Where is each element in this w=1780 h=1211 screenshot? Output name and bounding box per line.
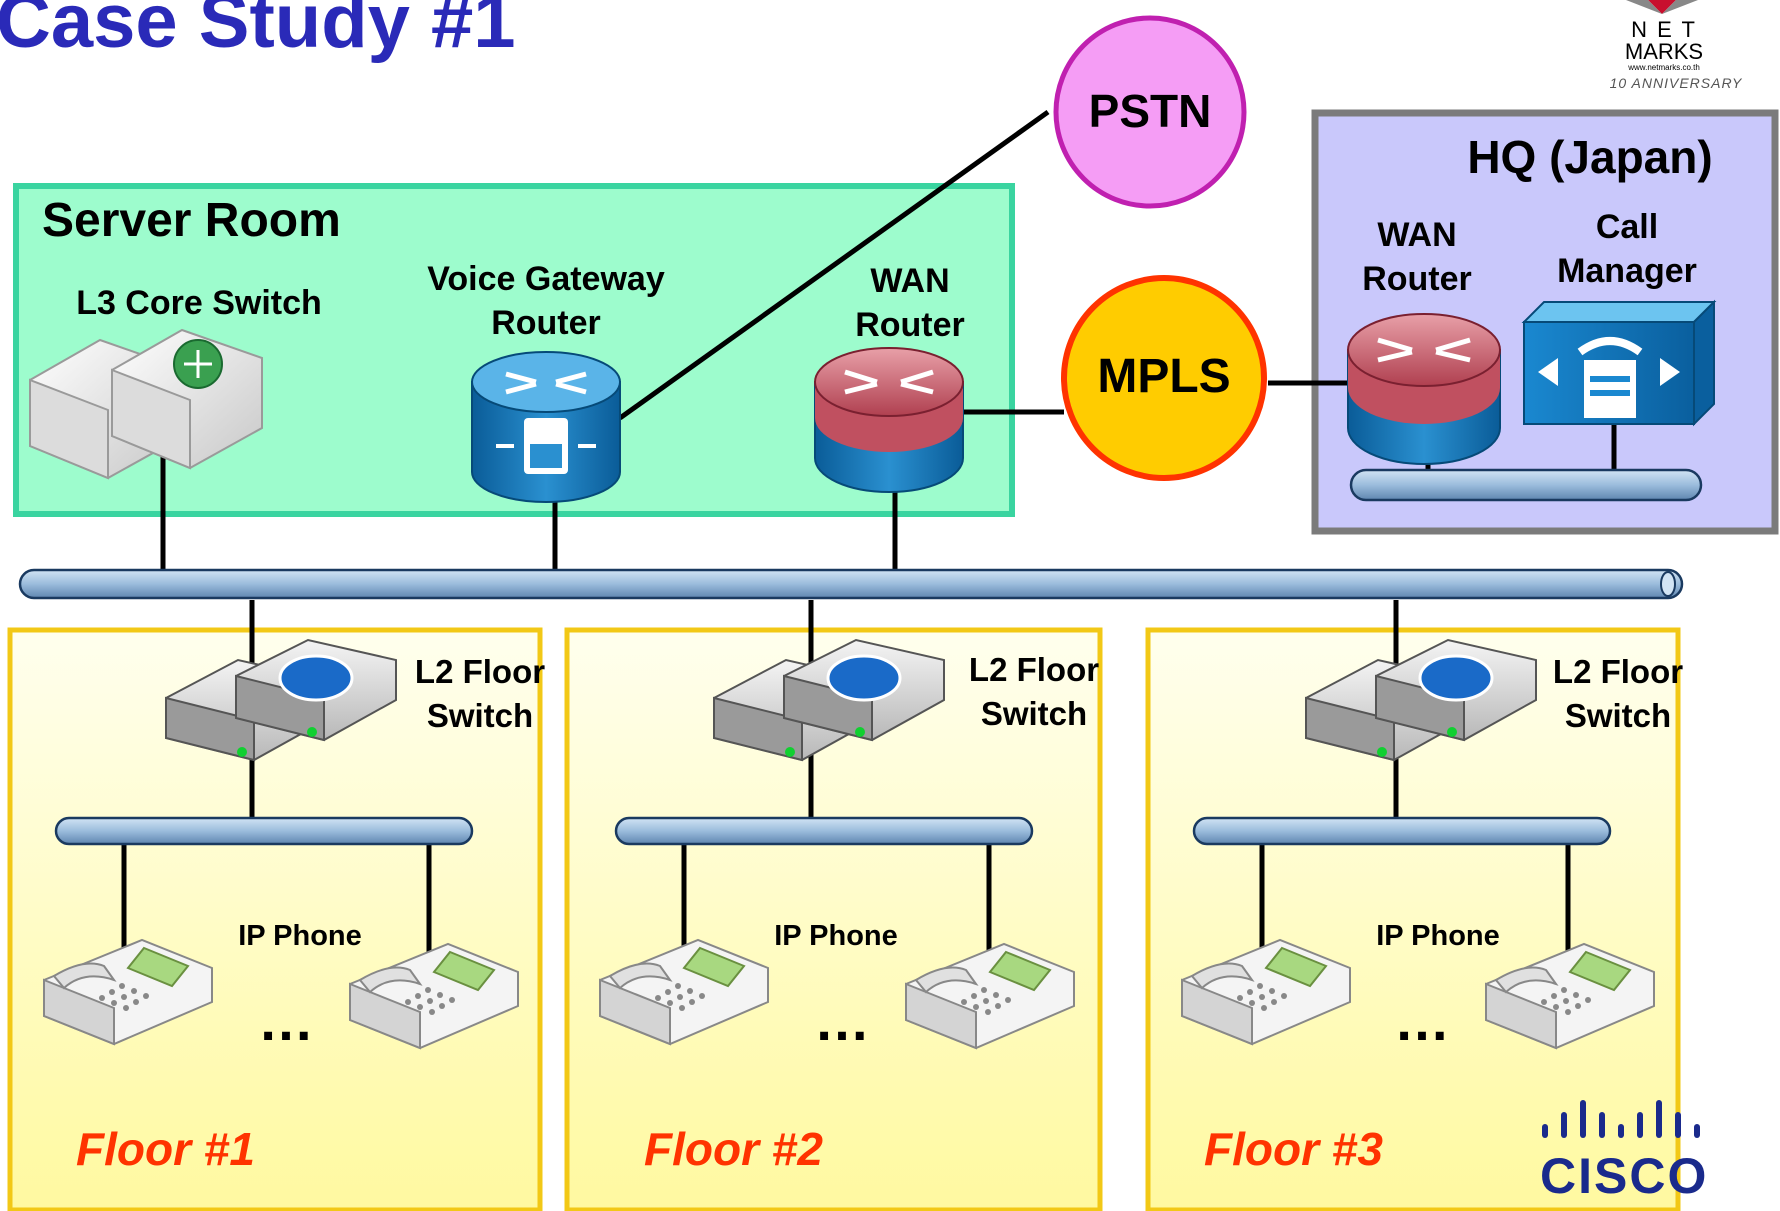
hq-wan-router-icon [1347,313,1501,465]
floor-3-bus [1192,816,1612,846]
floor-3-label: Floor #3 [1204,1123,1383,1175]
floor-2-bus [614,816,1034,846]
cisco-logo-text: CISCO [1540,1148,1709,1204]
netmarks-logo-line2: MARKS [1624,39,1704,64]
floor-2-switch-label-line1: L2 Floor [968,651,1100,688]
ip-phone-icon [43,938,213,1046]
netmarks-anniversary: 10 ANNIVERSARY [1609,75,1743,91]
voice-gateway-label-line2: Router [491,304,601,342]
voice-gateway-label-line1: Voice Gateway [427,260,665,298]
ip-phone-icon [1485,942,1655,1050]
floor-3-switch-label-line1: L2 Floor [1552,653,1684,690]
call-manager-label-line1: Call [1595,208,1659,246]
cisco-logo-icon [1542,1100,1700,1138]
wan-router-icon [814,347,964,493]
floor-1-bus [54,816,474,846]
ip-phone-icon [349,942,519,1050]
floor-3-ellipsis: … [1394,989,1450,1052]
wan-router-label-line2: Router [855,306,965,344]
l2-floor-switch-icon-3 [1305,638,1537,762]
floor-2-ellipsis: … [814,989,870,1052]
l2-floor-switch-icon-1 [165,638,397,762]
ip-phone-icon [599,938,769,1046]
ip-phone-icon [905,942,1075,1050]
hq-wan-router-label-line2: Router [1362,260,1472,298]
voice-gateway-router-icon [471,351,621,503]
wan-router-label-line1: WAN [870,262,950,300]
call-manager-icon [1521,299,1717,427]
netmarks-logo-line1: N E T [1631,17,1697,42]
hq-bus [1349,468,1703,502]
l3-core-switch-icon [29,328,263,480]
hq-wan-router-label-line1: WAN [1377,216,1457,254]
floor-2-switch-label-line2: Switch [980,695,1088,732]
pstn-label: PSTN [1088,85,1212,137]
l2-floor-switch-icon-2 [713,638,945,762]
mpls-label: MPLS [1097,350,1231,403]
netmarks-logo-icon [1626,0,1698,14]
floor-3-phone-label: IP Phone [1376,920,1500,952]
page-title: Case Study #1 [0,0,516,64]
netmarks-logo-url: www.netmarks.co.th [1628,63,1700,72]
backbone-bus [18,568,1684,600]
ip-phone-icon [1181,938,1351,1046]
floor-2-phone-label: IP Phone [774,920,898,952]
floor-2-label: Floor #2 [644,1123,823,1175]
mpls-cloud [1061,275,1267,481]
floor-1-switch-label-line1: L2 Floor [414,653,546,690]
floor-1-label: Floor #1 [76,1123,255,1175]
hq-title: HQ (Japan) [1467,131,1713,183]
l3-core-switch-label: L3 Core Switch [76,284,322,322]
server-room-title: Server Room [42,194,341,247]
floor-1-ellipsis: … [258,989,314,1052]
pstn-cloud [1053,15,1247,209]
call-manager-label-line2: Manager [1557,252,1697,290]
floor-3-switch-label-line2: Switch [1564,697,1672,734]
floor-1-phone-label: IP Phone [238,920,362,952]
floor-1-switch-label-line2: Switch [426,697,534,734]
